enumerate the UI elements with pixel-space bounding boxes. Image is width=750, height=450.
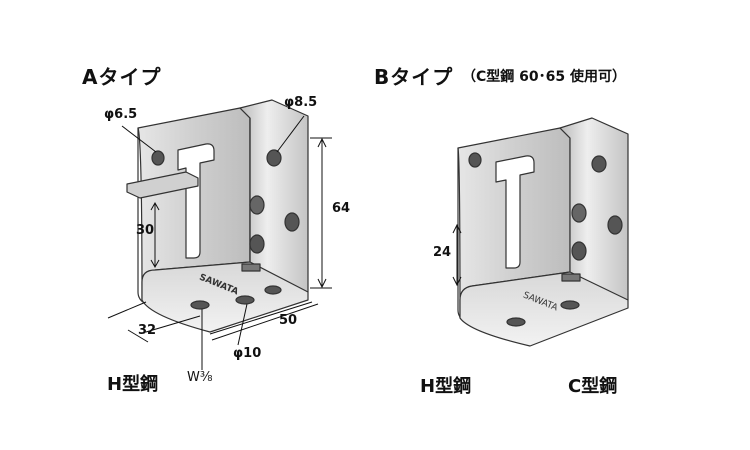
dim-hole-8.5: φ8.5	[284, 95, 318, 110]
type-a-bottom-plate	[141, 261, 309, 333]
type-b-dimensions	[452, 223, 462, 287]
hole-icon-3	[284, 212, 300, 232]
dim-width-50: 50	[279, 313, 298, 328]
type-b-hole-icon-1	[468, 152, 482, 168]
type-b-caption-h: H型鋼	[420, 376, 472, 397]
type-b-title: Bタイプ	[374, 65, 454, 89]
type-b-caption-c: C型鋼	[568, 376, 618, 397]
hole-6.5-icon	[151, 150, 165, 166]
type-b-hole-icon-7	[560, 300, 580, 310]
type-b-hole-icon-2	[591, 155, 607, 173]
type-b-slot	[495, 155, 535, 269]
type-a-tab	[126, 171, 199, 199]
dim-hole-10: φ10	[233, 346, 262, 361]
hole-icon-2	[249, 195, 265, 215]
dim-hole-6.5: φ6.5	[104, 107, 138, 122]
dim-bolt-size: W⅜	[187, 370, 213, 385]
hole-10-icon-2	[235, 295, 255, 305]
dim-depth-32: 32	[138, 323, 157, 338]
dim-height-64: 64	[332, 201, 351, 216]
type-a-bracket	[126, 99, 309, 333]
dim-height-30: 30	[136, 223, 155, 238]
type-b-note: （C型鋼 60･65 使用可）	[462, 69, 626, 85]
dim-height-24: 24	[433, 245, 452, 260]
hole-icon-5	[264, 285, 282, 295]
type-b-hole-icon-5	[571, 241, 587, 261]
type-b-hole-icon-4	[607, 215, 623, 235]
type-a-dimensions	[107, 115, 332, 370]
hole-icon-4	[249, 234, 265, 254]
type-b-hole-icon-3	[571, 203, 587, 223]
type-b-hole-icon-6	[506, 317, 526, 327]
type-a-title: Aタイプ	[82, 65, 162, 89]
type-a-caption: H型鋼	[107, 374, 159, 395]
type-b-bracket	[457, 117, 629, 347]
hole-8.5-icon-1	[266, 149, 282, 167]
type-b-bottom-plate	[459, 271, 629, 347]
hole-10-icon-1	[190, 300, 210, 310]
